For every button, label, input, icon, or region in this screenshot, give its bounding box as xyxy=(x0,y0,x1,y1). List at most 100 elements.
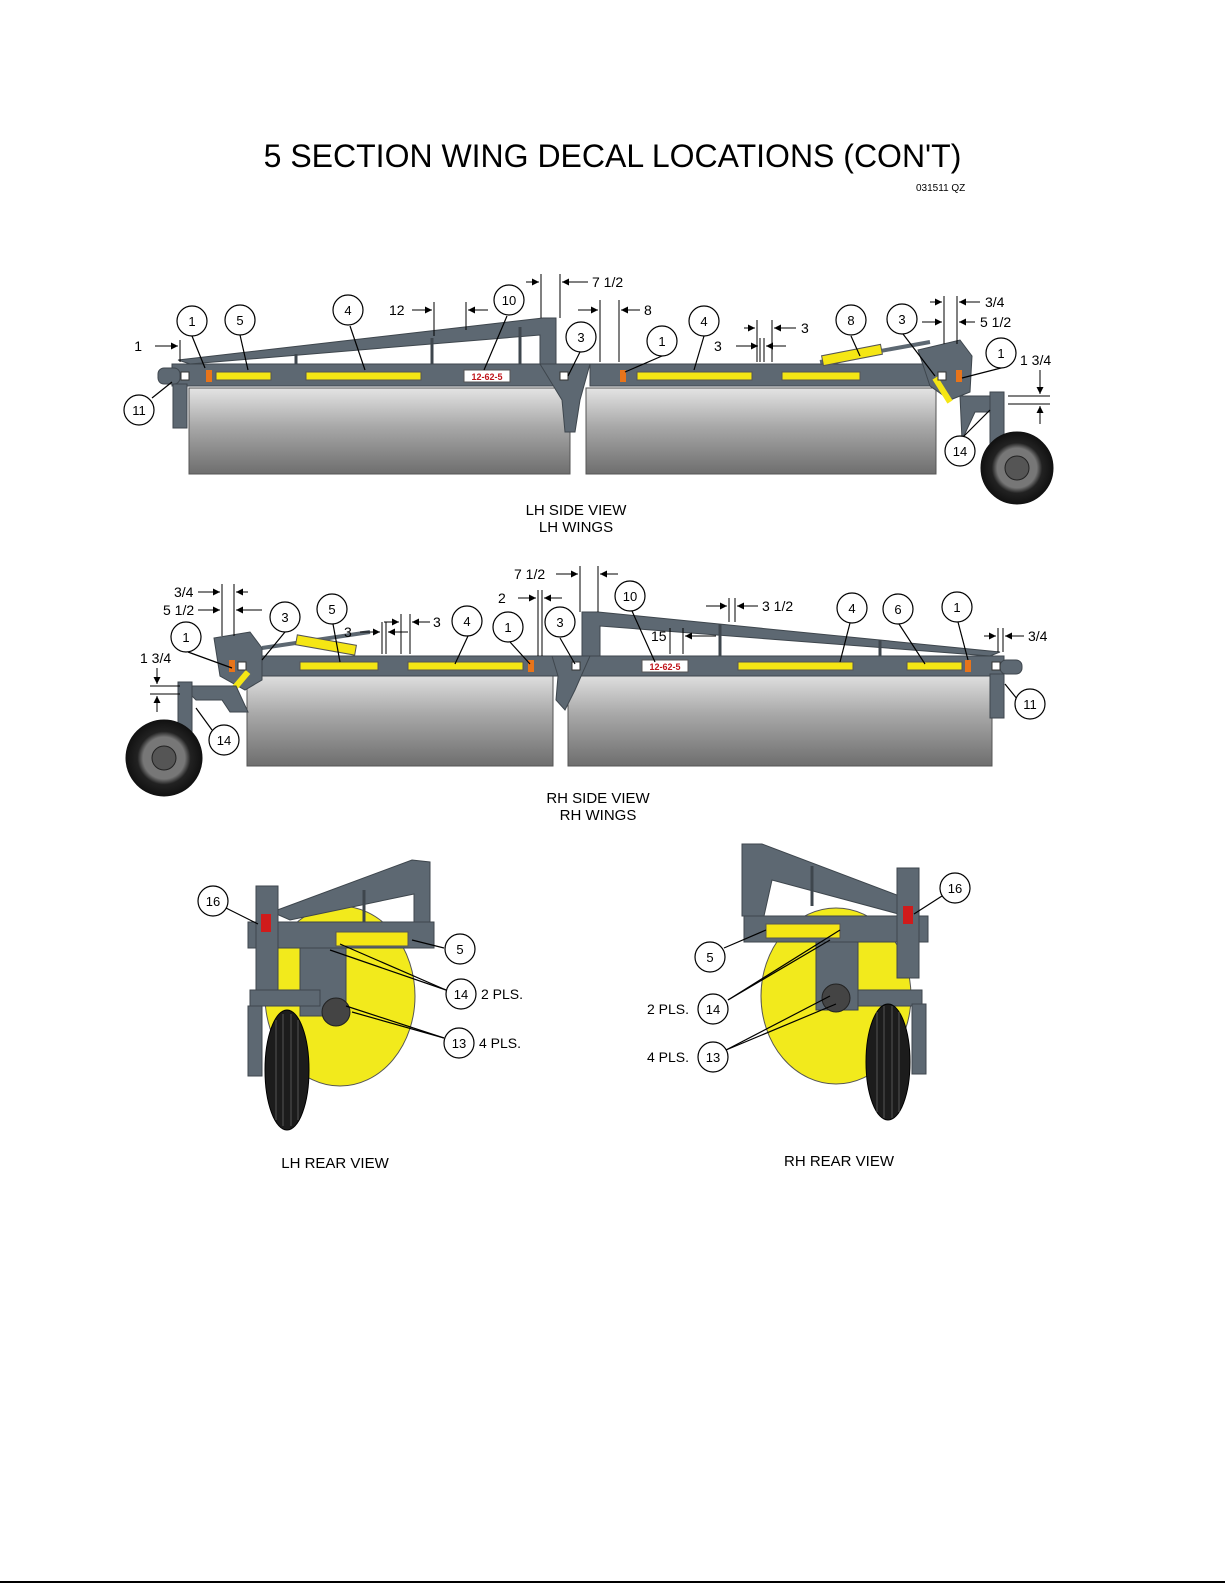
svg-text:1 3/4: 1 3/4 xyxy=(140,650,171,666)
lh-callout-5: 5 xyxy=(224,304,256,336)
rh-side-view-label: RH SIDE VIEW RH WINGS xyxy=(518,790,678,824)
rh-side-callouts: 3 5 4 1 3 10 4 6 1 1 14 11 xyxy=(170,580,1046,756)
rh-callout-3a: 3 xyxy=(269,601,301,633)
lh-side-view-label-line1: LH SIDE VIEW xyxy=(525,502,627,519)
rh-side-dimensions xyxy=(150,566,1024,712)
rh-callout-1c: 1 xyxy=(170,621,202,653)
rh-outer-roller xyxy=(246,671,554,767)
lh-rear-decal-5 xyxy=(335,931,409,947)
rh-callout-10: 10 xyxy=(614,580,646,612)
svg-text:7 1/2: 7 1/2 xyxy=(514,566,545,582)
rh-callout-4a: 4 xyxy=(451,605,483,637)
svg-text:13: 13 xyxy=(452,1036,466,1051)
svg-text:15: 15 xyxy=(651,628,667,644)
rh-decal-4a xyxy=(407,661,524,671)
svg-text:8: 8 xyxy=(847,313,854,328)
svg-text:1: 1 xyxy=(997,346,1004,361)
svg-text:11: 11 xyxy=(1023,697,1037,712)
svg-text:1 3/4: 1 3/4 xyxy=(1020,352,1051,368)
lh-callout-1b: 1 xyxy=(646,325,678,357)
lh-callout-8: 8 xyxy=(835,304,867,336)
rh-callout-6: 6 xyxy=(882,593,914,625)
svg-text:1: 1 xyxy=(134,338,142,354)
lh-rear-view-label: LH REAR VIEW xyxy=(281,1155,389,1172)
svg-text:1: 1 xyxy=(658,334,665,349)
rh-rear-note-4pls: 4 PLS. xyxy=(647,1049,689,1065)
lh-decal-5 xyxy=(215,371,272,381)
rh-rear-callouts: 16 5 14 13 xyxy=(694,872,971,1073)
svg-text:5: 5 xyxy=(236,313,243,328)
svg-text:1: 1 xyxy=(953,600,960,615)
lh-rear-note-2pls: 2 PLS. xyxy=(481,986,523,1002)
lh-rear-reflector-16 xyxy=(261,914,271,932)
lh-callout-4b: 4 xyxy=(688,305,720,337)
rh-side-view-label-line1: RH SIDE VIEW xyxy=(546,790,650,807)
svg-text:14: 14 xyxy=(217,733,231,748)
lh-reflector-1c xyxy=(956,370,962,382)
rh-serial-text: 12-62-5 xyxy=(649,662,680,672)
lh-rear-tire xyxy=(264,1009,310,1131)
svg-text:11: 11 xyxy=(132,403,146,418)
rh-rear-tire xyxy=(865,1003,911,1121)
lh-serial-decal xyxy=(463,369,511,383)
svg-text:12: 12 xyxy=(389,302,405,318)
lh-callout-14: 14 xyxy=(944,435,976,467)
svg-text:3: 3 xyxy=(556,615,563,630)
rh-side-dimension-labels: 3/4 5 1/2 1 3/4 3 3 2 7 1/2 15 3 1/2 3/4 xyxy=(140,566,1048,666)
lh-callout-10: 10 xyxy=(493,284,525,316)
svg-text:3: 3 xyxy=(714,338,722,354)
svg-text:1: 1 xyxy=(182,630,189,645)
svg-text:1: 1 xyxy=(504,620,511,635)
rh-callout-11: 11 xyxy=(1014,688,1046,720)
svg-text:10: 10 xyxy=(502,293,516,308)
rh-side-view-label-line2: RH WINGS xyxy=(559,807,637,824)
lh-outer-roller xyxy=(585,387,937,475)
drawing-code: 031511 QZ xyxy=(916,183,966,194)
rh-rear-callout-13: 13 xyxy=(697,1041,729,1073)
lh-rear-callout-14: 14 xyxy=(445,978,477,1010)
svg-text:5: 5 xyxy=(328,602,335,617)
svg-text:5: 5 xyxy=(456,942,463,957)
svg-text:14: 14 xyxy=(706,1002,720,1017)
svg-text:3/4: 3/4 xyxy=(1028,628,1048,644)
lh-callout-4a: 4 xyxy=(332,294,364,326)
rh-rear-callout-16: 16 xyxy=(939,872,971,904)
lh-rear-callout-13: 13 xyxy=(443,1027,475,1059)
rh-decal-6 xyxy=(906,661,963,671)
lh-callout-3b: 3 xyxy=(886,303,918,335)
lh-side-view-label: LH SIDE VIEW LH WINGS xyxy=(496,502,656,536)
svg-text:3/4: 3/4 xyxy=(174,584,194,600)
svg-text:6: 6 xyxy=(894,602,901,617)
rh-callout-3b: 3 xyxy=(544,606,576,638)
lh-side-view-label-line2: LH WINGS xyxy=(538,519,614,536)
svg-text:4: 4 xyxy=(700,314,707,329)
svg-text:1: 1 xyxy=(188,314,195,329)
svg-text:5 1/2: 5 1/2 xyxy=(980,314,1011,330)
svg-text:3: 3 xyxy=(344,624,352,640)
rh-callout-1b: 1 xyxy=(941,591,973,623)
lh-side-dimensions xyxy=(155,274,1050,424)
rh-hitch-truss xyxy=(581,611,1001,657)
lh-cylinder-decal xyxy=(821,343,883,367)
rh-rear-callout-5: 5 xyxy=(694,941,726,973)
svg-text:3 1/2: 3 1/2 xyxy=(762,598,793,614)
lh-rear-callout-5: 5 xyxy=(444,933,476,965)
lh-rear-callouts: 16 5 14 13 xyxy=(197,885,477,1059)
rh-callout-14: 14 xyxy=(208,724,240,756)
rh-rear-view: 16 5 14 13 2 PLS. 4 PLS. xyxy=(647,843,971,1121)
rh-rear-callout-14: 14 xyxy=(697,993,729,1025)
svg-text:16: 16 xyxy=(948,881,962,896)
rh-cylinder-decal xyxy=(295,634,357,656)
lh-rear-note-4pls: 4 PLS. xyxy=(479,1035,521,1051)
lh-decal-4a xyxy=(305,371,422,381)
lh-side-view: 12-62-5 1 5 4 xyxy=(123,274,1054,505)
svg-text:10: 10 xyxy=(623,589,637,604)
rh-serial-decal xyxy=(641,659,689,673)
rh-rear-reflector-16 xyxy=(903,906,913,924)
rh-side-view: 12-62-5 3 5 4 1 xyxy=(125,566,1048,797)
svg-text:14: 14 xyxy=(454,987,468,1002)
svg-text:4: 4 xyxy=(344,303,351,318)
svg-text:3: 3 xyxy=(433,614,441,630)
rh-callout-5: 5 xyxy=(316,593,348,625)
rh-rear-note-2pls: 2 PLS. xyxy=(647,1001,689,1017)
